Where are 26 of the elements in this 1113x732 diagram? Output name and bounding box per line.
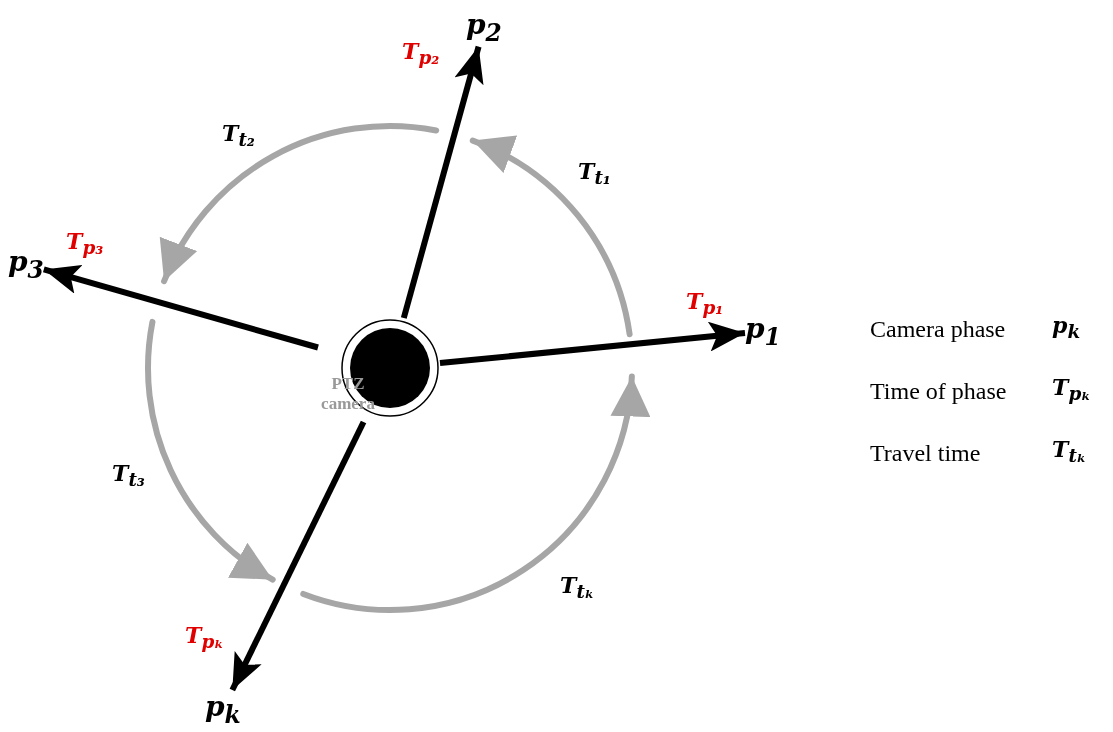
legend-symbol: T$_{pₖ}$ bbox=[1052, 374, 1091, 405]
legend-symbol: T$_{tₖ}$ bbox=[1052, 436, 1087, 467]
legend-term: Travel time bbox=[870, 440, 981, 467]
phase-time-label: T$_{p₃}$ bbox=[66, 228, 104, 259]
phase-time-label: T$_{pₖ}$ bbox=[185, 622, 224, 653]
edge-label: T$_{t₁}$ bbox=[578, 158, 611, 189]
legend-symbol: p$_{k}$ bbox=[1052, 312, 1081, 343]
travel-arrow bbox=[161, 123, 440, 285]
phase-time-label: T$_{p₂}$ bbox=[402, 38, 440, 69]
legend-term: Time of phase bbox=[870, 378, 1007, 405]
phase-label: p$_{2}$ bbox=[466, 8, 502, 47]
arrow bbox=[400, 45, 484, 319]
travel-arrow bbox=[469, 137, 633, 338]
edge-label: T$_{t₂}$ bbox=[222, 120, 255, 151]
phase-label: p$_{3}$ bbox=[8, 245, 44, 284]
legend-term: Camera phase bbox=[870, 316, 1006, 343]
arrow bbox=[229, 420, 367, 692]
travel-arrow bbox=[145, 318, 276, 583]
phase-label: p$_{1}$ bbox=[745, 312, 781, 351]
edge-label: T$_{t₃}$ bbox=[112, 460, 145, 491]
phase-time-label: T$_{p₁}$ bbox=[686, 288, 724, 319]
phase-label: p$_{k}$ bbox=[205, 690, 241, 729]
arrow bbox=[43, 264, 319, 351]
arrow bbox=[439, 321, 746, 367]
travel-arrow bbox=[300, 373, 648, 613]
edge-label: T$_{tₖ}$ bbox=[560, 572, 595, 603]
